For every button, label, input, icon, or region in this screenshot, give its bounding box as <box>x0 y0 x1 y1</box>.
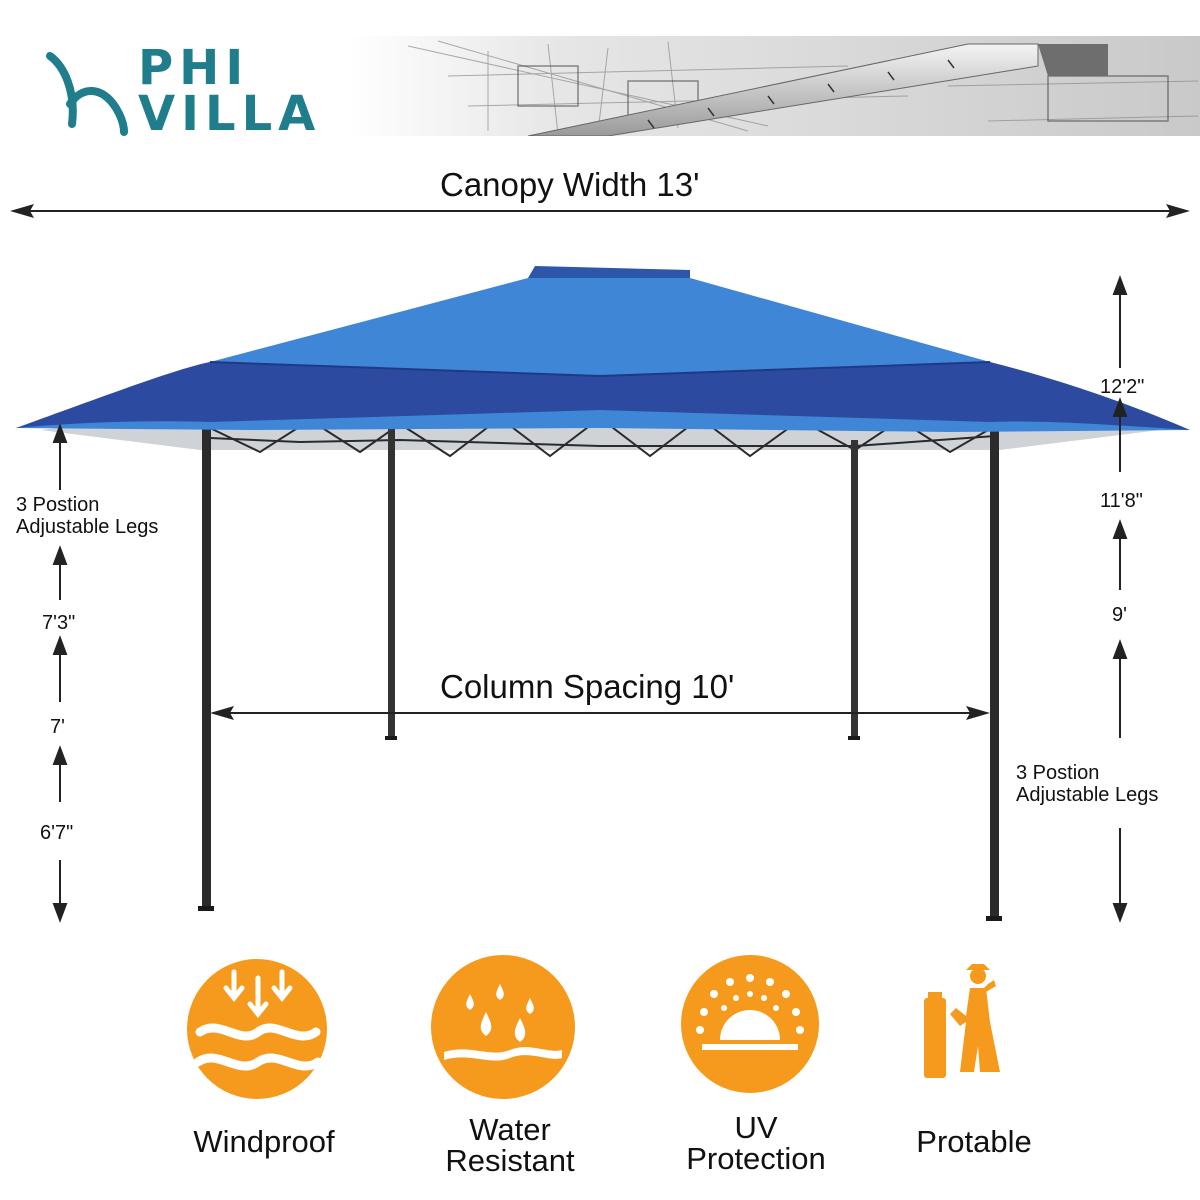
leg-front-right <box>990 422 999 920</box>
sun-icon <box>681 955 819 1093</box>
canopy-illustration <box>16 266 1190 921</box>
left-height-3: 6'7" <box>40 822 74 844</box>
column-spacing-arrow <box>210 706 990 720</box>
leg-back-right <box>851 440 858 740</box>
logo-mark-icon <box>46 52 128 136</box>
left-height-2: 7' <box>50 716 65 738</box>
right-height-2: 11'8" <box>1100 490 1143 512</box>
right-height-1: 12'2" <box>1100 376 1145 398</box>
left-height-1: 7'3" <box>42 612 76 634</box>
right-legs-label: 3 Postion Adjustable Legs <box>1016 762 1159 806</box>
leg-front-left <box>202 422 211 910</box>
feature-water-resistant-label: Water Resistant <box>445 1112 575 1178</box>
right-height-3: 9' <box>1112 604 1127 626</box>
person-with-bag-icon <box>924 964 1000 1078</box>
feature-windproof-label: Windproof <box>193 1124 335 1159</box>
brand-line-1: PHI <box>138 40 250 96</box>
left-legs-label: 3 Postion Adjustable Legs <box>16 494 159 538</box>
water-drops-icon <box>431 955 575 1099</box>
leg-back-left <box>388 422 395 740</box>
blueprint-banner-image <box>348 36 1200 136</box>
brand-line-2: VILLA <box>138 86 322 142</box>
right-height-arrows <box>1112 275 1128 923</box>
column-spacing-label: Column Spacing 10' <box>440 668 735 705</box>
canopy-width-label: Canopy Width 13' <box>440 166 700 203</box>
canopy-width-arrow <box>10 204 1190 218</box>
wind-icon <box>187 959 327 1099</box>
left-height-arrows <box>52 423 68 923</box>
feature-portable-label: Protable <box>916 1124 1032 1159</box>
feature-uv-protection-label: UV Protection <box>686 1110 826 1176</box>
